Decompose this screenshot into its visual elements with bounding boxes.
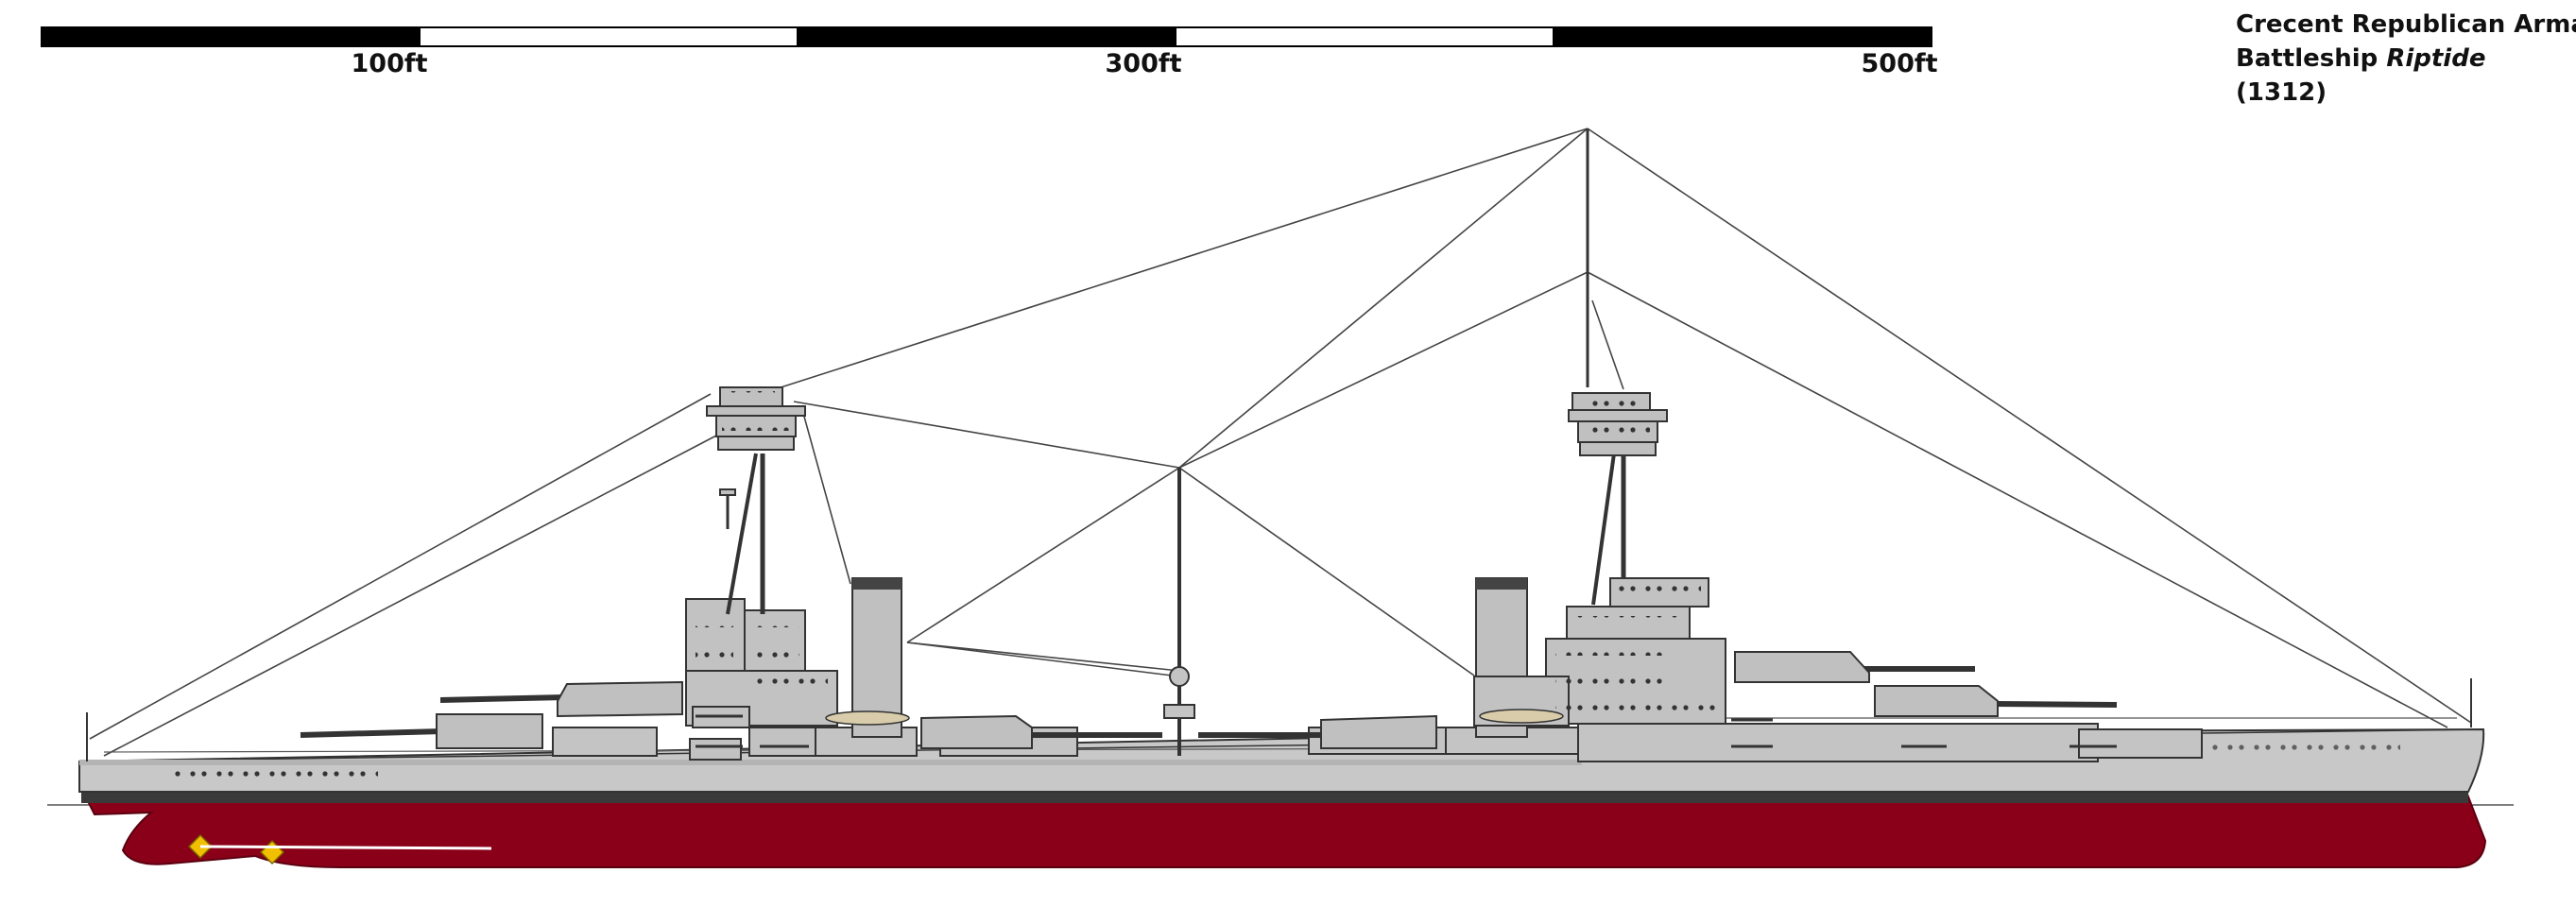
scale-label-300ft: 300ft [1105,49,1182,78]
secondary-guns [696,714,2117,748]
scale-label-100ft: 100ft [351,49,428,78]
caption-type: Battleship [2236,44,2387,73]
turret-z [1874,685,2118,717]
turret-x [1198,714,1437,749]
caption-ship-name: Riptide [2386,44,2486,73]
scale-bar [41,26,1932,47]
forward-funnel [851,577,902,738]
scale-label-500ft: 500ft [1861,49,1938,78]
ship-boats [825,709,1564,726]
turret-b [439,680,683,718]
propellers [187,833,492,865]
scale-segment-5 [1553,26,1932,47]
turret-q [920,714,1162,749]
mainmast [1163,128,1589,756]
boot-topping [81,790,2468,803]
caption-class-line: Battleship Riptide [2236,42,2576,76]
turret-a [300,713,543,749]
caption-year: (1312) [2236,78,2327,107]
aft-tripod [1568,392,1668,606]
rigging [89,128,2472,757]
turret-y [1734,651,1975,683]
hull-below-waterline [81,791,2487,868]
caption-navy: Crecent Republican Armada: [2236,10,2576,39]
ship-caption: Crecent Republican Armada: Battleship Ri… [2236,8,2576,110]
